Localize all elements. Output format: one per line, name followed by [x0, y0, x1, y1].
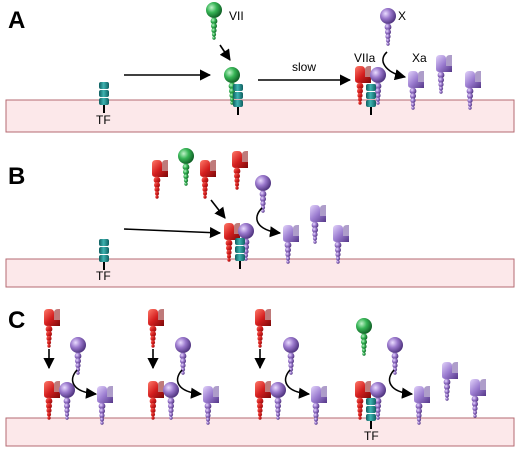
- panel-c: C: [5, 307, 515, 447]
- factor-vii-icon: [206, 2, 222, 40]
- xa-label: Xa: [412, 51, 427, 65]
- factor-viia-icon: [152, 151, 248, 199]
- factor-vii-icon: [178, 148, 194, 186]
- factor-xa-icon: [283, 205, 349, 264]
- membrane-c: [5, 417, 515, 447]
- panel-b: B TF: [5, 148, 515, 288]
- amplification-unit-1: [43, 309, 113, 425]
- arrow-x-activation-b: [256, 207, 282, 238]
- vii-label: VII: [229, 9, 244, 23]
- tf-label-c: TF: [364, 429, 379, 443]
- amplification-unit-3: [254, 309, 327, 425]
- tf-label: TF: [96, 113, 111, 127]
- panel-a: A TF VII slow VIIa X: [5, 2, 515, 133]
- panel-a-letter: A: [8, 7, 25, 34]
- arrow-x-activation: [382, 51, 407, 81]
- membrane-a: [5, 99, 515, 133]
- factor-x-icon: [380, 8, 396, 46]
- panel-c-letter: C: [8, 307, 25, 334]
- amplification-unit-4: [355, 318, 486, 429]
- x-label: X: [398, 9, 406, 23]
- membrane-b: [5, 258, 515, 288]
- arrow-binding-b: [123, 226, 222, 239]
- slow-label: slow: [292, 60, 316, 74]
- panel-b-letter: B: [8, 163, 25, 190]
- amplification-unit-2: [147, 309, 219, 425]
- arrow-vii-binding: [219, 44, 231, 61]
- viia-label: VIIa: [354, 51, 376, 65]
- tf-label-b: TF: [96, 269, 111, 283]
- factor-x-icon: [255, 175, 271, 213]
- arrow-viia-binding: [210, 199, 226, 219]
